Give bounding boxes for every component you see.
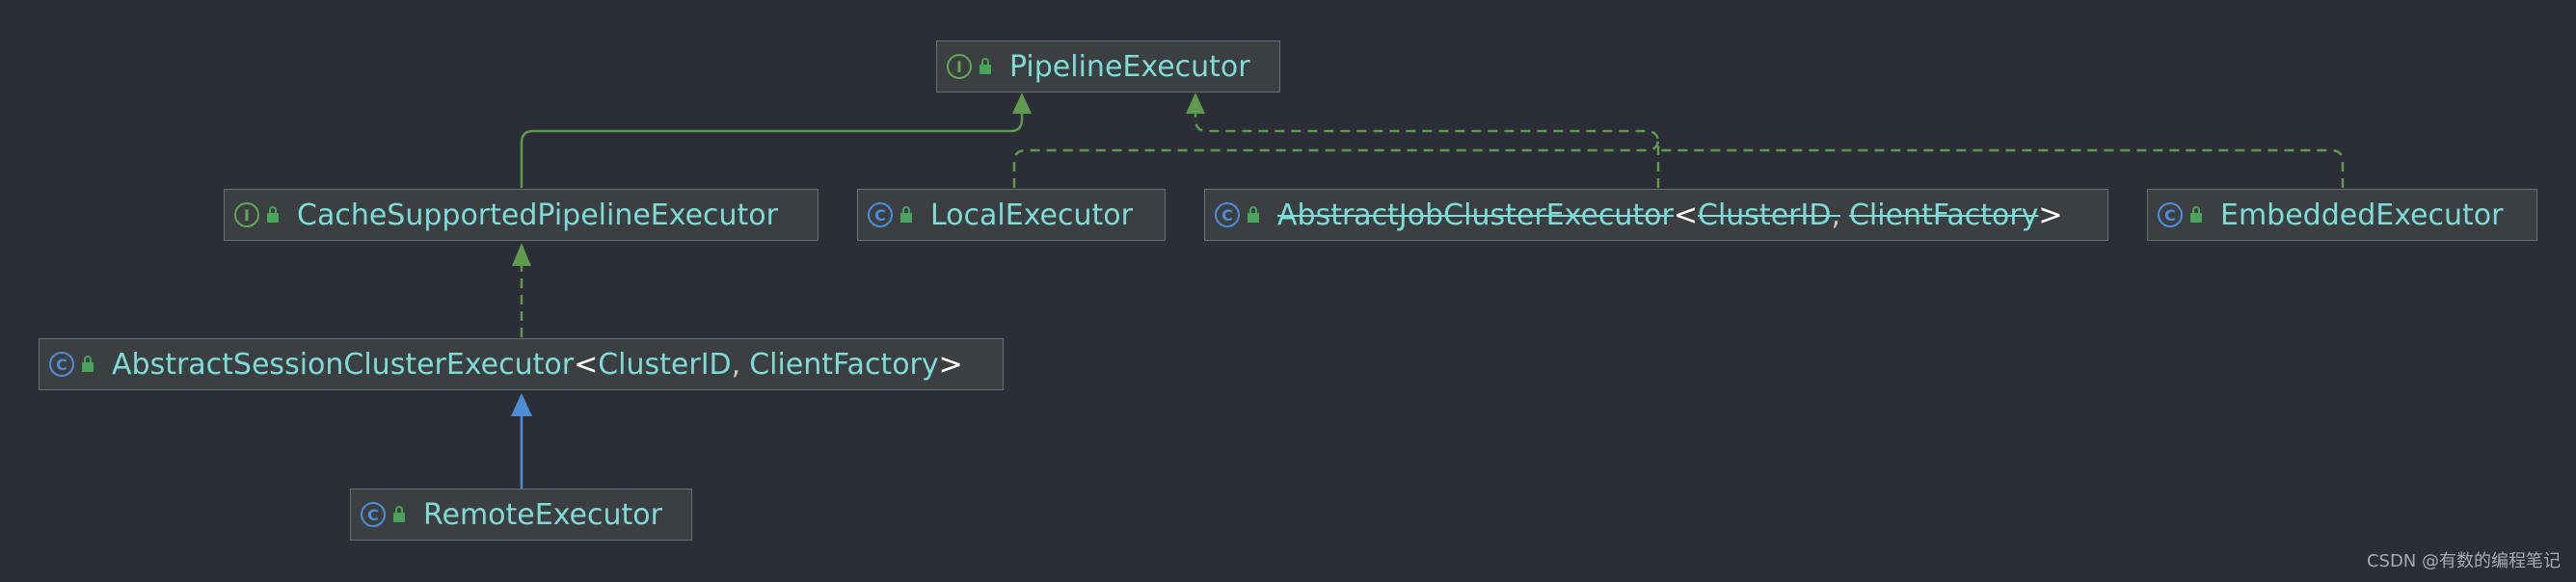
node-cache-supported-pipeline-executor[interactable]: I CacheSupportedPipelineExecutor — [224, 189, 818, 241]
type-param-close: > — [938, 347, 963, 382]
class-icon: C — [49, 352, 74, 377]
node-label: AbstractSessionClusterExecutor — [112, 347, 575, 382]
type-param: ClientFactory — [749, 347, 939, 382]
type-param-separator: , — [1831, 198, 1840, 232]
lock-icon — [899, 205, 913, 225]
interface-icon: I — [234, 202, 259, 227]
lock-icon — [266, 205, 280, 225]
node-abstract-session-cluster-executor[interactable]: C AbstractSessionClusterExecutor<Cluster… — [39, 338, 1004, 390]
arrowhead-session-cluster — [511, 393, 532, 416]
node-label: EmbeddedExecutor — [2220, 198, 2504, 232]
type-param-open: < — [1673, 198, 1698, 232]
node-pipeline-executor[interactable]: I PipelineExecutor — [936, 40, 1280, 93]
node-label: AbstractJobClusterExecutor — [1277, 198, 1674, 232]
node-embedded-executor[interactable]: C EmbeddedExecutor — [2147, 189, 2537, 241]
arrowhead-pipeline-left — [1012, 93, 1032, 114]
interface-icon: I — [947, 54, 972, 79]
class-icon: C — [1215, 202, 1240, 227]
arrowhead-cache-supported — [512, 243, 531, 266]
class-icon: C — [361, 502, 386, 527]
arrowhead-pipeline-right — [1186, 93, 1205, 114]
lock-icon — [1247, 205, 1260, 225]
type-param-close: > — [2038, 198, 2063, 232]
type-param-separator: , — [731, 347, 741, 382]
node-label: LocalExecutor — [930, 198, 1133, 232]
node-local-executor[interactable]: C LocalExecutor — [857, 189, 1166, 241]
lock-icon — [81, 355, 94, 374]
edge-local-to-pipeline — [1012, 138, 1660, 188]
edge-cache-supported-to-pipeline — [520, 114, 1024, 188]
class-icon: C — [2158, 202, 2183, 227]
lock-icon — [979, 57, 992, 76]
node-label: CacheSupportedPipelineExecutor — [297, 198, 778, 232]
node-label: PipelineExecutor — [1009, 49, 1250, 84]
lock-icon — [392, 505, 406, 524]
type-param-open: < — [574, 347, 599, 382]
node-label: RemoteExecutor — [423, 497, 662, 532]
watermark: CSDN @有数的编程笔记 — [2366, 551, 2561, 571]
type-param: ClusterID — [1698, 198, 1832, 232]
type-param: ClientFactory — [1848, 198, 2039, 232]
class-icon: C — [868, 202, 893, 227]
node-remote-executor[interactable]: C RemoteExecutor — [350, 489, 692, 541]
edge-embedded-to-pipeline — [1658, 148, 2345, 188]
type-param: ClusterID — [598, 347, 732, 382]
edge-abstract-job-cluster-to-pipeline — [1194, 114, 1660, 188]
node-abstract-job-cluster-executor[interactable]: C AbstractJobClusterExecutor<ClusterID,C… — [1204, 189, 2108, 241]
lock-icon — [2189, 205, 2203, 225]
